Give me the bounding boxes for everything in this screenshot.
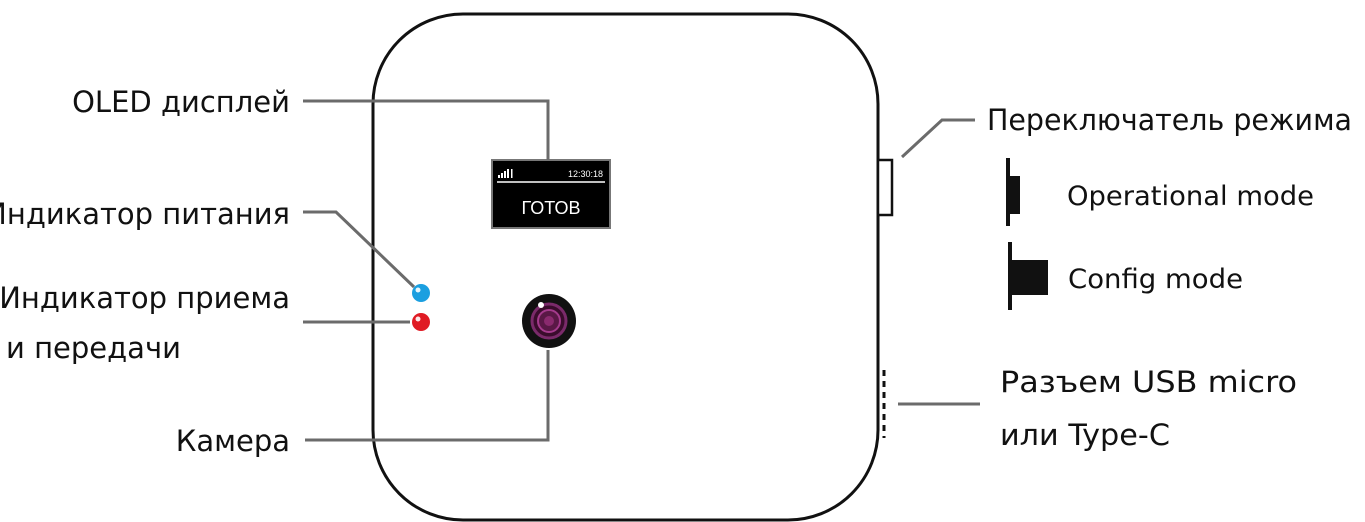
label-mode-switch: Переключатель режима (987, 103, 1352, 137)
camera-lens (522, 294, 576, 348)
signal-bars-icon (498, 169, 513, 178)
rxtx-led (412, 313, 430, 331)
label-usb-line2: или Type-C (1000, 418, 1170, 452)
oled-leader-line (303, 99, 550, 160)
label-power-indicator: Индикатор питания (0, 197, 290, 231)
power-leader-line (303, 210, 416, 289)
label-oled: OLED дисплей (72, 85, 290, 119)
label-rxtx-line2: и передачи (6, 331, 181, 365)
camera-leader-line (305, 350, 550, 442)
oled-display: 12:30:18 ГОТОВ (491, 159, 611, 229)
label-config-mode: Config mode (1068, 264, 1243, 295)
switch-config-icon (1008, 242, 1048, 310)
mode-switch-leader-line (900, 118, 975, 159)
oled-status: ГОТОВ (522, 198, 581, 218)
mode-switch-knob (876, 158, 894, 217)
label-operational-mode: Operational mode (1067, 181, 1314, 212)
device-body (371, 12, 880, 522)
power-led (412, 284, 430, 302)
switch-operational-icon (1006, 158, 1020, 226)
oled-time: 12:30:18 (568, 169, 603, 179)
label-usb-line1: Разъем USB micro (1000, 365, 1297, 399)
label-camera: Камера (176, 424, 290, 458)
label-rxtx-line1: Индикатор приема (0, 281, 290, 315)
